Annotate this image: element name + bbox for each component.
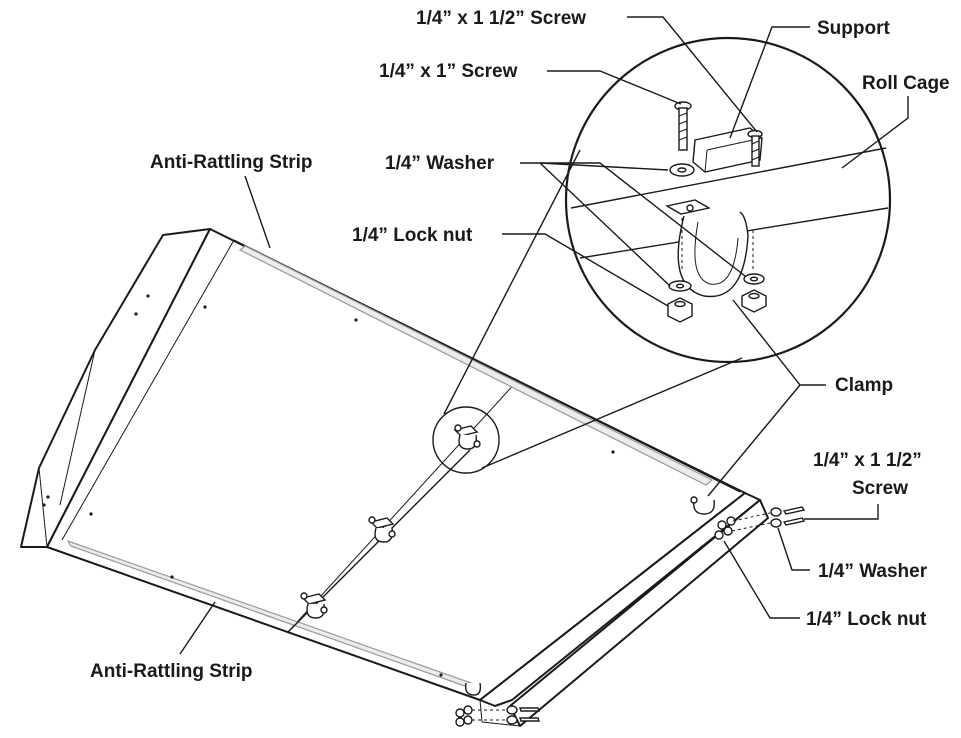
leader-washer-top-2 (539, 162, 671, 287)
label-support: Support (817, 18, 890, 39)
label-screw-1: 1/4” x 1” Screw (379, 61, 518, 82)
front-lip (479, 492, 761, 707)
callout-labels: 1/4” x 1 1/2” Screw Support 1/4” x 1” Sc… (90, 8, 950, 682)
leader-screw-1 (547, 70, 682, 105)
detail-source-circle (432, 406, 500, 474)
roof-clamp-3 (300, 592, 328, 619)
magnified-contents (570, 101, 889, 323)
washer-top (669, 163, 695, 177)
leader-washer-right (777, 527, 810, 571)
label-screw-1-5-right-line1: 1/4” x 1 1/2” (813, 450, 922, 471)
roof-clamp-front-right (690, 496, 715, 515)
clamp-ring (665, 199, 754, 298)
rivet-dots (42, 294, 615, 677)
roof-clamp-front-bottom (464, 682, 482, 696)
left-wall-crease (59, 349, 96, 506)
label-lock-nut-top: 1/4” Lock nut (352, 225, 473, 246)
leader-screw-1-5-right (804, 504, 879, 520)
leader-lines (179, 16, 909, 655)
leader-clamp-2 (707, 384, 801, 497)
roof-left-bevel (61, 239, 235, 541)
leader-anti-rattling-bottom (179, 601, 216, 655)
label-clamp: Clamp (835, 375, 893, 396)
roof-panel (20, 228, 806, 727)
front-bracket-bottom (481, 721, 521, 727)
leader-washer-top-1 (520, 162, 669, 171)
right-bracket-hardware (714, 506, 806, 540)
lock-nut-right (741, 289, 767, 313)
leader-roll-cage (841, 96, 909, 169)
roof-center-seam (287, 379, 519, 633)
detail-callout (432, 36, 892, 474)
screw-1in (674, 101, 692, 151)
label-washer-top: 1/4” Washer (385, 153, 495, 174)
label-anti-rattling-top: Anti-Rattling Strip (150, 152, 313, 173)
label-lock-nut-right: 1/4” Lock nut (806, 609, 927, 630)
label-anti-rattling-bottom: Anti-Rattling Strip (90, 661, 253, 682)
label-screw-1-5-right-line2: Screw (852, 478, 908, 499)
lock-nut-left (667, 297, 693, 323)
detail-magnified-circle (564, 36, 892, 364)
leader-anti-rattling-top (244, 175, 271, 249)
bottom-bracket-hardware (455, 705, 540, 727)
leader-lock-nut-right (723, 540, 800, 619)
roof-clamp-2 (368, 516, 396, 543)
label-screw-1-5-top: 1/4” x 1 1/2” Screw (416, 8, 586, 29)
detail-connector-bottom (481, 357, 743, 469)
leader-support (729, 26, 810, 139)
label-roll-cage: Roll Cage (862, 73, 950, 94)
support-bracket (692, 127, 763, 173)
leader-lock-nut-top (502, 233, 669, 307)
roof-clamp-1 (453, 424, 481, 450)
leader-screw-1-5-top (627, 16, 758, 133)
front-bracket-edge (479, 699, 483, 723)
label-washer-right: 1/4” Washer (818, 561, 928, 582)
leader-clamp-1 (732, 299, 826, 386)
roof-top-bevel (233, 239, 741, 493)
anti-rattling-strip-top (238, 245, 714, 486)
detail-connector-top (443, 149, 581, 415)
left-wall-edge (38, 467, 48, 548)
leader-washer-top-3 (540, 162, 746, 277)
roll-cage-tube-top (570, 147, 887, 209)
